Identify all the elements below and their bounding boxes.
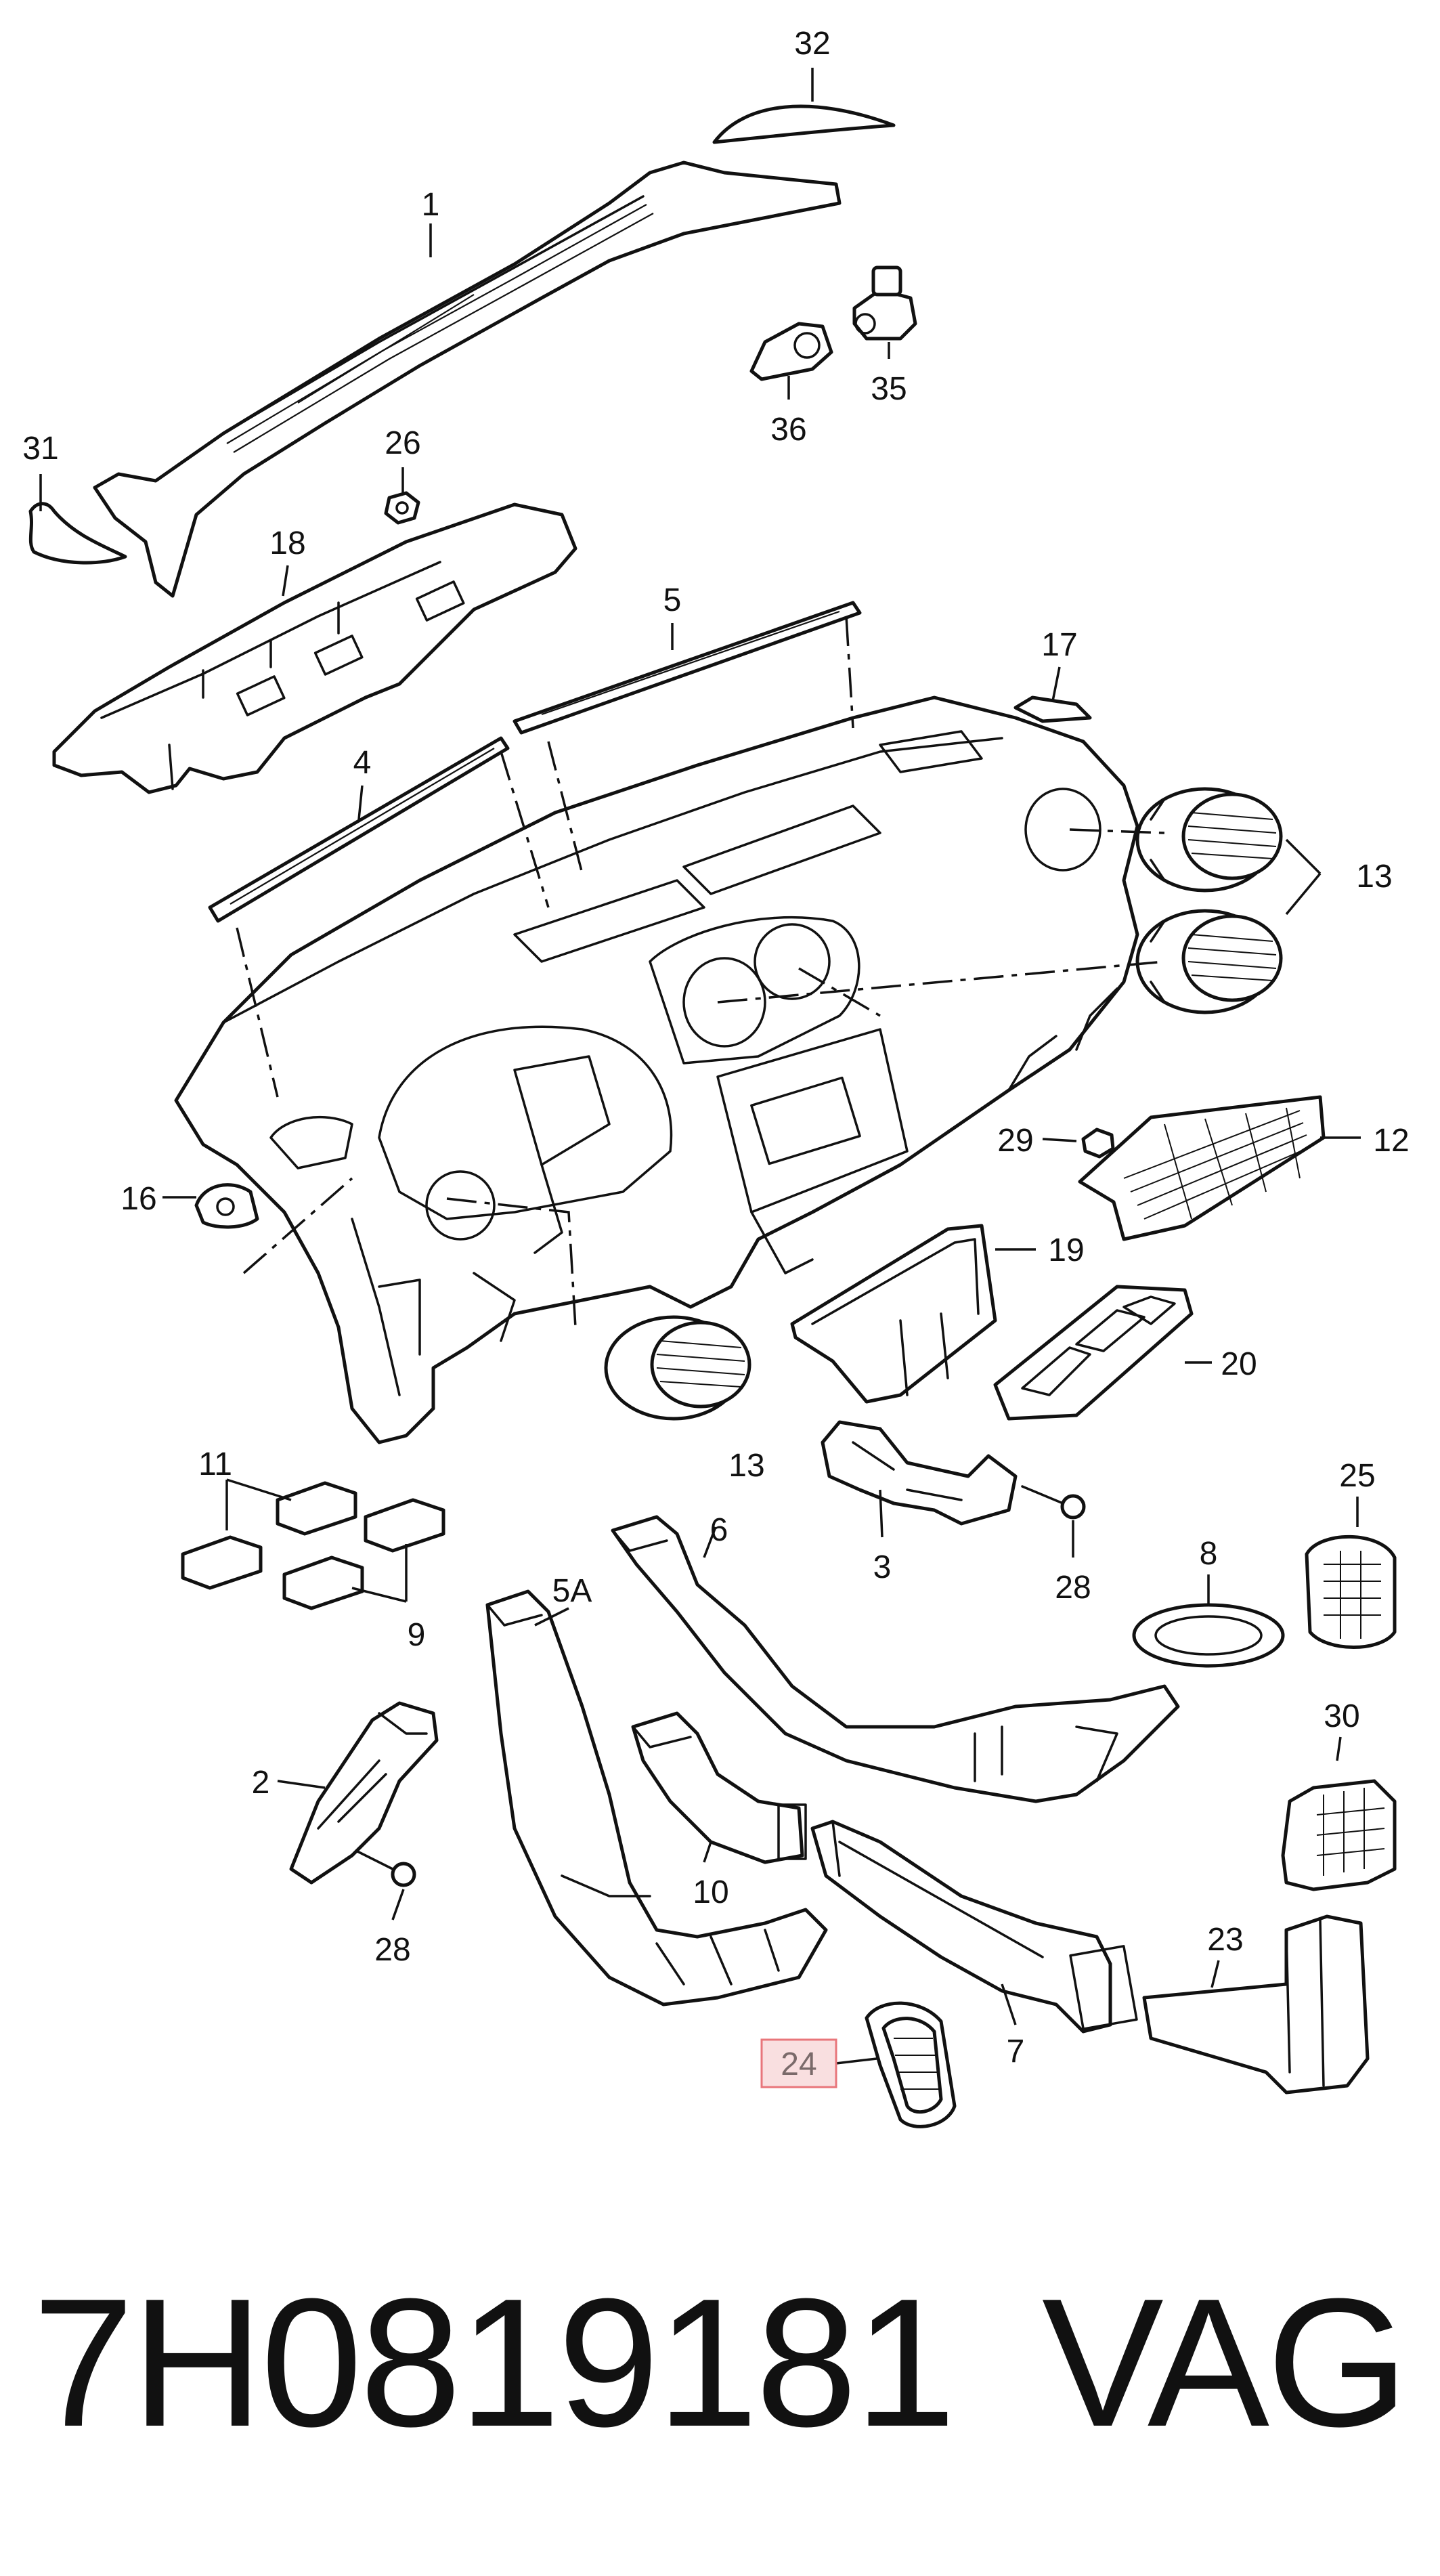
highlighted-callout-24[interactable]: 24: [760, 2038, 837, 2088]
part-20-switch-frame: [993, 1285, 1194, 1421]
part-7-air-duct: [810, 1820, 1138, 2034]
part-16-cap: [194, 1183, 259, 1229]
callout-labels: 32 1 35 36 31 26 18 5 17 4 13 29 12 16 1…: [22, 26, 1409, 2069]
part-6-air-duct: [611, 1515, 1180, 1803]
label-16: 16: [121, 1181, 156, 1217]
part-30-vent: [1281, 1779, 1397, 1891]
label-2: 2: [252, 1765, 270, 1801]
part-28-screw-lower: [351, 1847, 416, 1887]
part-32-trim: [712, 104, 896, 144]
label-7: 7: [1007, 2034, 1025, 2069]
label-4: 4: [353, 745, 372, 781]
part-10-air-duct: [631, 1711, 807, 1864]
part-number: 7H0819181: [32, 2261, 956, 2465]
label-29: 29: [997, 1123, 1033, 1159]
label-28-lower: 28: [374, 1932, 410, 1968]
part-29-nut: [1081, 1128, 1115, 1159]
part-19-storage-tray: [790, 1224, 997, 1404]
part-18-support-bracket: [52, 502, 577, 794]
part-5a-air-duct: [485, 1589, 828, 2006]
footer: 7H0819181 VAG: [0, 2262, 1440, 2465]
label-1: 1: [422, 187, 440, 223]
part-17-cover: [1013, 695, 1092, 723]
label-5: 5: [663, 582, 682, 618]
label-25: 25: [1339, 1458, 1375, 1494]
part-24-vent-grille[interactable]: [865, 2001, 957, 2128]
part-9-clips: [282, 1498, 445, 1610]
label-23: 23: [1207, 1922, 1243, 1958]
part-5-trim-strip: [512, 601, 862, 735]
label-35: 35: [871, 371, 907, 407]
part-13-air-vent-lower: [604, 1315, 751, 1421]
part-13-air-vent-upper: [1135, 787, 1283, 893]
label-5A: 5A: [552, 1573, 592, 1609]
label-12: 12: [1373, 1123, 1409, 1159]
part-25-side-vent: [1305, 1534, 1397, 1649]
leader-lines: [39, 68, 1361, 2065]
assembly-lines: [236, 616, 1165, 1328]
label-3: 3: [873, 1549, 892, 1585]
part-2-bracket: [289, 1701, 439, 1885]
part-8-seal: [1132, 1603, 1285, 1668]
part-36-bracket: [749, 322, 833, 381]
part-35-sensor: [852, 265, 917, 341]
label-6: 6: [710, 1512, 728, 1548]
dashboard-body: [174, 695, 1139, 1444]
part-23-air-duct: [1142, 1914, 1370, 2095]
part-28-screw-upper: [1021, 1485, 1086, 1520]
part-4-trim-strip: [208, 736, 510, 923]
part-1-cowl-panel: [93, 160, 842, 598]
label-13-top: 13: [1356, 859, 1392, 895]
part-13-air-vent-middle: [1135, 909, 1283, 1014]
label-13-bottom: 13: [728, 1448, 764, 1484]
label-17: 17: [1041, 627, 1077, 663]
part-31-end-cap: [28, 502, 127, 565]
label-28-upper: 28: [1055, 1570, 1091, 1606]
label-19: 19: [1048, 1232, 1084, 1268]
label-32: 32: [794, 26, 830, 62]
label-10: 10: [693, 1874, 728, 1910]
label-31: 31: [22, 431, 58, 467]
part-12-speaker-grille: [1078, 1095, 1326, 1241]
label-18: 18: [269, 525, 305, 561]
label-36: 36: [770, 412, 806, 448]
brand-name: VAG: [1041, 2261, 1409, 2465]
label-30: 30: [1324, 1698, 1359, 1734]
label-11: 11: [198, 1446, 232, 1482]
label-20: 20: [1221, 1346, 1257, 1382]
part-26-nut: [384, 491, 420, 525]
label-24: 24: [781, 2046, 816, 2082]
part-3-bracket: [821, 1420, 1018, 1526]
label-26: 26: [385, 425, 420, 461]
label-8: 8: [1200, 1536, 1218, 1572]
part-11-clips: [181, 1481, 357, 1590]
label-9: 9: [408, 1617, 426, 1653]
